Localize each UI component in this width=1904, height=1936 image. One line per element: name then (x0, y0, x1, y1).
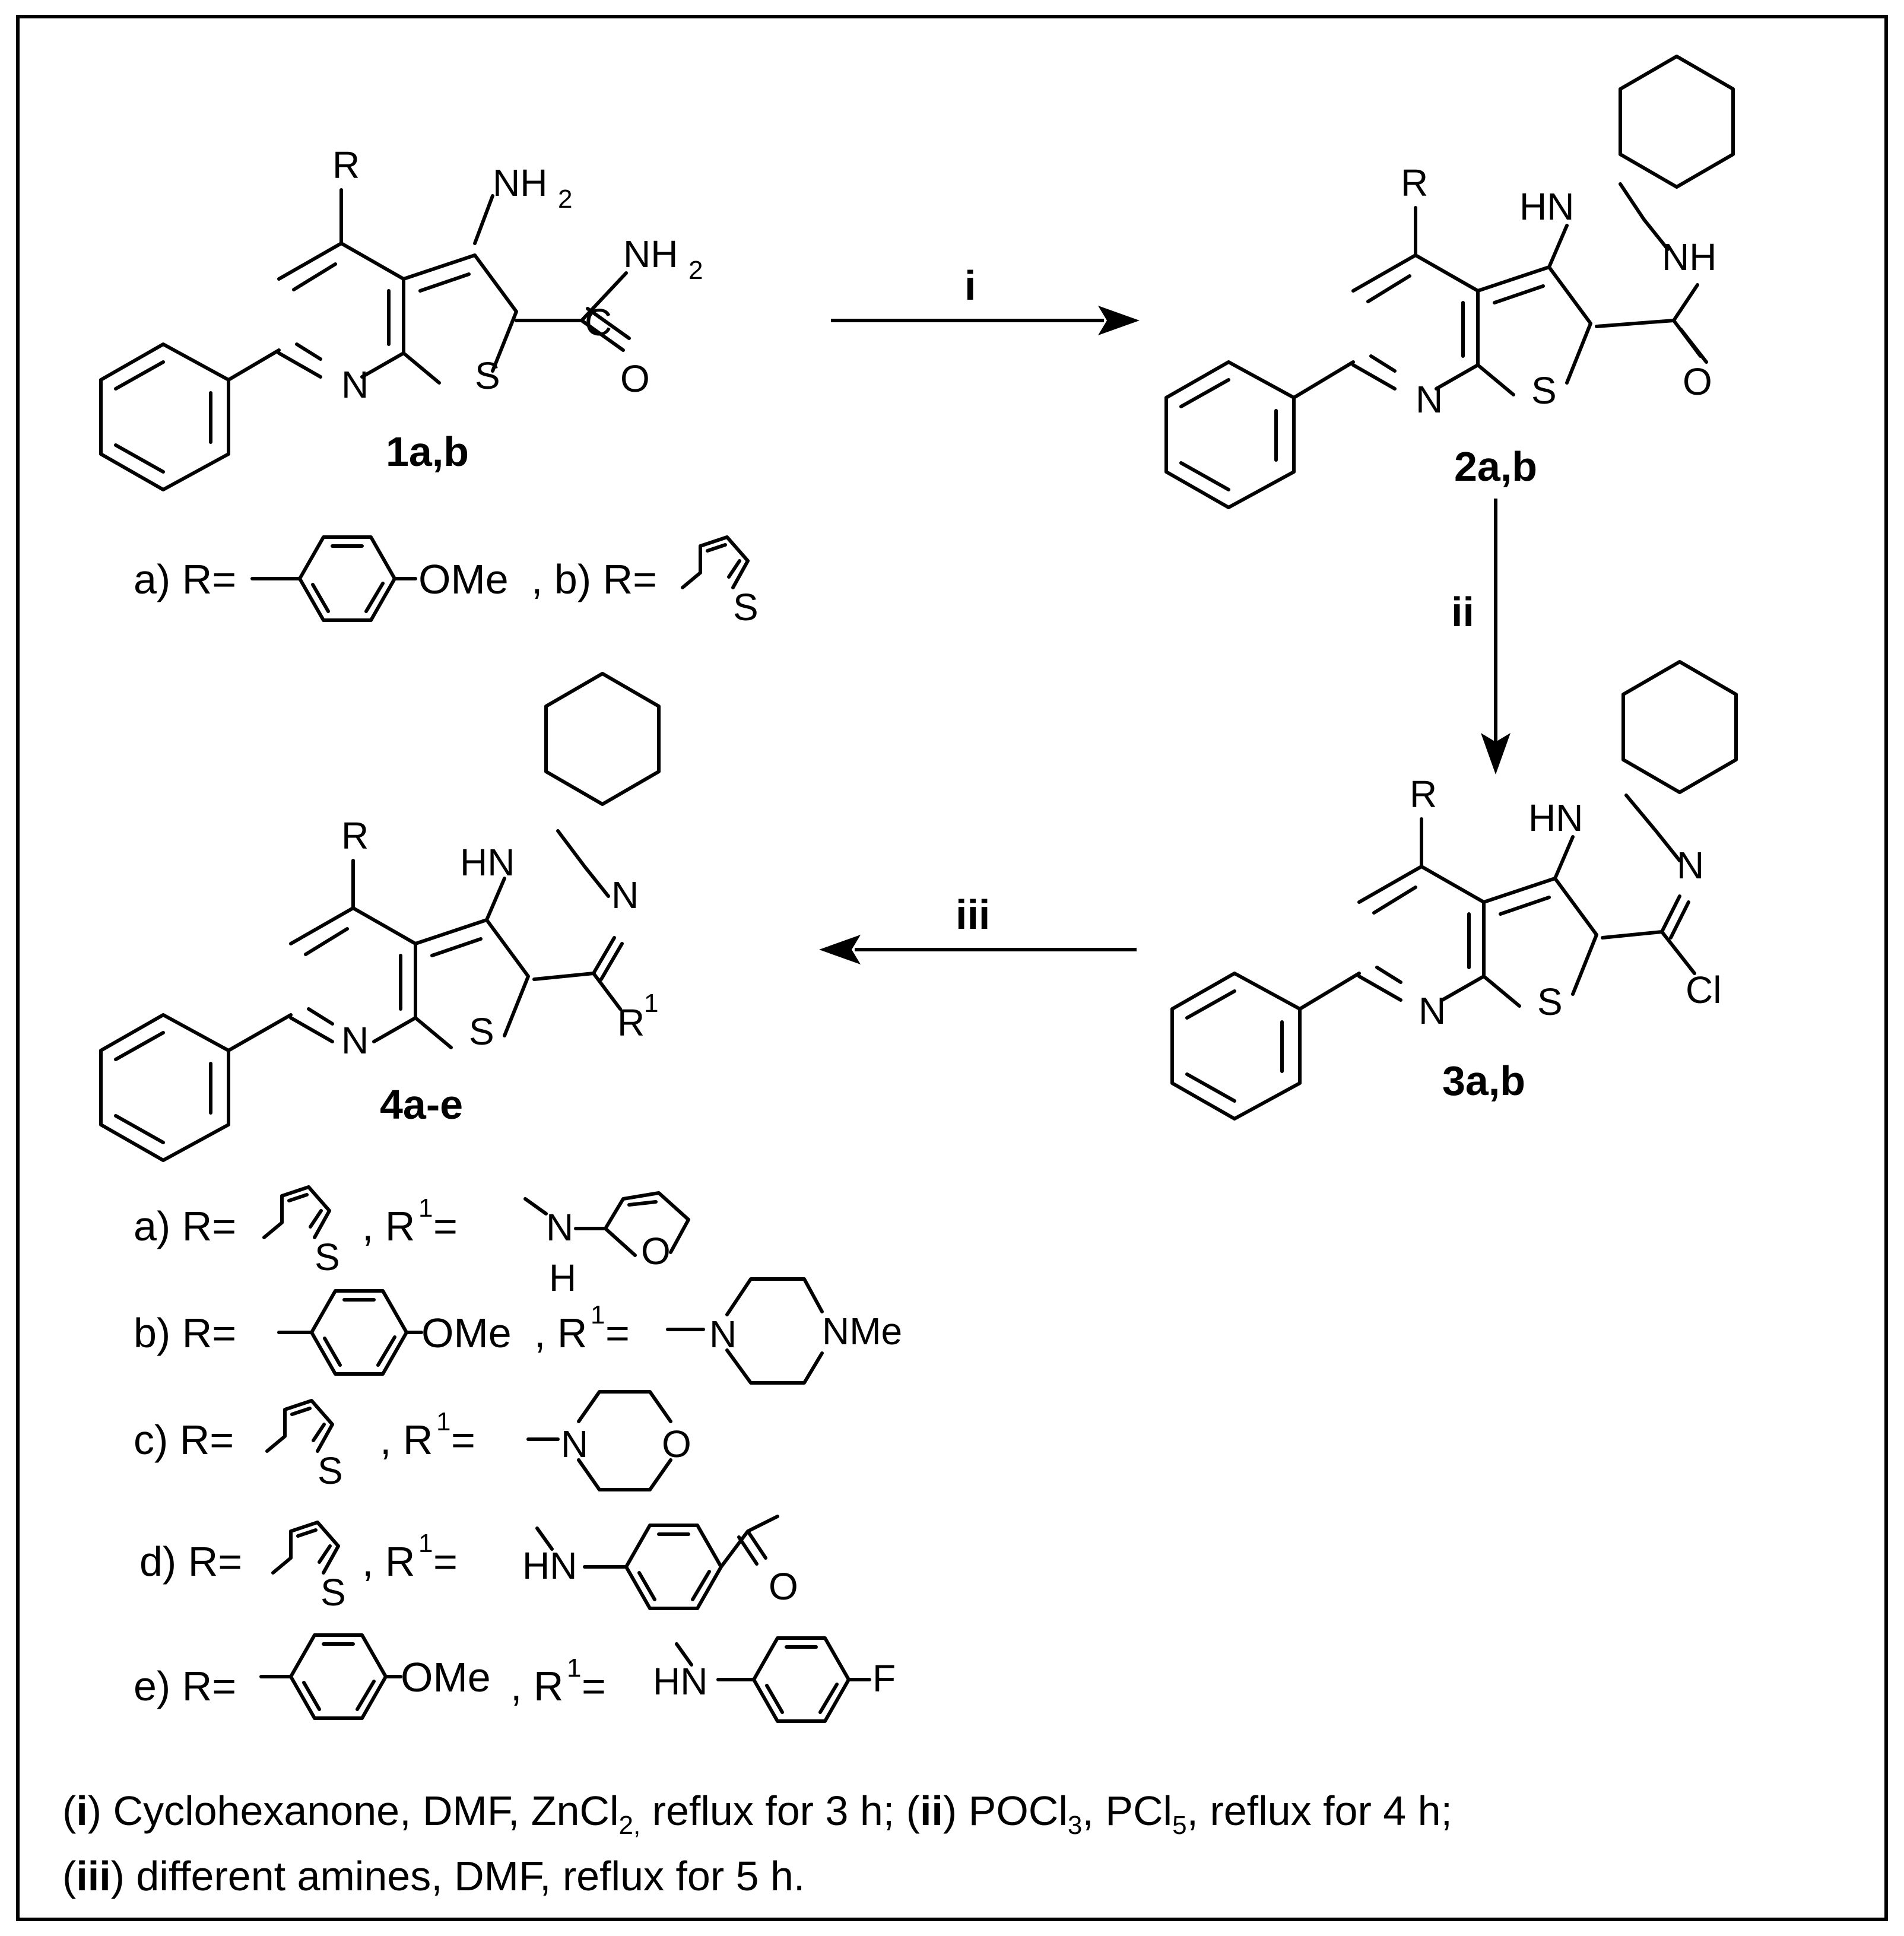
r-label: R (1401, 161, 1428, 204)
row-c-equals: = (451, 1417, 475, 1463)
substituent-row-c: c) R= S , R 1 = N O (134, 1390, 691, 1492)
nitrogen-label: N (1419, 989, 1446, 1032)
oxygen-label: O (1683, 360, 1712, 403)
r1-label: R (617, 1001, 645, 1044)
compound-1-label: 1a,b (386, 429, 469, 475)
sulfur-label: S (320, 1571, 346, 1614)
row-b-equals: = (605, 1310, 630, 1356)
nme-label: NMe (822, 1310, 902, 1353)
oxygen-label: O (769, 1565, 798, 1608)
conditions-line-2: (iii) different amines, DMF, reflux for … (62, 1853, 805, 1899)
row-c-r-label: c) R= (134, 1417, 234, 1463)
hn-label: HN (1519, 185, 1574, 228)
step-iii-arrow: iii (819, 891, 1137, 964)
nh-label: NH (1662, 236, 1716, 278)
nh2-label: NH (493, 161, 547, 204)
row-a-equals: = (433, 1203, 458, 1249)
fluorine-label: F (872, 1657, 896, 1700)
r-label: R (1410, 773, 1437, 815)
row-b-r-label: b) R= (134, 1310, 236, 1356)
row-e-r-label: e) R= (134, 1663, 236, 1709)
row-e-r1-label: , R (510, 1663, 563, 1709)
conditions-line-1: (i) Cyclohexanone, DMF, ZnCl2, reflux fo… (62, 1788, 1452, 1840)
nitrogen-label: N (1677, 844, 1704, 887)
step-i-arrow: i (831, 262, 1140, 335)
chlorine-label: Cl (1686, 969, 1721, 1011)
compound-3-label: 3a,b (1442, 1058, 1525, 1104)
row-a-r1-label: , R (362, 1203, 415, 1249)
nitrogen-label: N (341, 363, 369, 406)
carbon-label: C (585, 301, 612, 344)
sulfur-label: S (1537, 980, 1563, 1023)
nitrogen-label: N (709, 1313, 737, 1356)
r-option-b: , b) R= (531, 556, 657, 602)
compound-2-structure: R HN NH O N S 2a,b (1166, 56, 1733, 507)
substituent-row-e: e) R= OMe , R 1 = HN F (134, 1635, 896, 1721)
sulfur-label: S (733, 586, 759, 629)
oxygen-label: O (662, 1423, 691, 1465)
compound-4-label: 4a-e (380, 1081, 463, 1128)
r-label: R (332, 144, 360, 186)
nitrogen-label: N (561, 1423, 588, 1465)
compound-4-structure: R HN N R 1 N S 4a-e (101, 674, 659, 1160)
compound-3-structure: R HN N Cl N S 3a,b (1172, 662, 1736, 1119)
nitrogen-label: N (341, 1019, 369, 1062)
compound-1-r-groups: a) R= OMe , b) R= S (134, 537, 759, 629)
nitrogen-label: N (1416, 378, 1443, 421)
sulfur-label: S (318, 1449, 343, 1492)
row-a-r-label: a) R= (134, 1203, 236, 1249)
r-option-a: a) R= (134, 556, 236, 602)
row-d-equals: = (433, 1538, 458, 1585)
superscript: 1 (436, 1407, 450, 1436)
ome-label: OMe (401, 1654, 491, 1700)
superscript: 1 (418, 1194, 433, 1223)
sulfur-label: S (315, 1236, 340, 1278)
superscript: 1 (567, 1653, 581, 1683)
reaction-conditions: (i) Cyclohexanone, DMF, ZnCl2, reflux fo… (62, 1788, 1452, 1899)
row-d-r1-label: , R (362, 1538, 415, 1585)
r-label: R (341, 814, 369, 857)
nitrogen-label: N (611, 874, 639, 916)
step-iii-label: iii (956, 891, 990, 938)
nitrogen-label: N (546, 1206, 573, 1249)
sulfur-label: S (1531, 369, 1557, 412)
subscript: 2 (688, 256, 703, 285)
substituent-row-a: a) R= S , R 1 = N H O (134, 1187, 690, 1299)
sulfur-label: S (469, 1010, 494, 1053)
row-d-r-label: d) R= (139, 1538, 242, 1585)
amide-nh2-label: NH (623, 233, 678, 275)
scheme-border (16, 15, 1888, 1921)
oxygen-label: O (641, 1230, 671, 1272)
hn-label: HN (460, 841, 515, 884)
step-i-label: i (964, 262, 976, 309)
row-e-equals: = (582, 1663, 606, 1709)
superscript: 1 (591, 1300, 605, 1329)
substituent-row-d: d) R= S , R 1 = HN O (139, 1515, 798, 1614)
hydrogen-label: H (549, 1256, 576, 1299)
row-c-r1-label: , R (380, 1417, 433, 1463)
compound-2-label: 2a,b (1454, 443, 1537, 490)
hn-label: HN (522, 1544, 577, 1587)
row-b-r1-label: , R (534, 1310, 587, 1356)
superscript: 1 (418, 1529, 433, 1558)
ome-label: OMe (418, 556, 509, 602)
step-ii-arrow: ii (1451, 499, 1510, 775)
sulfur-label: S (475, 354, 500, 397)
hn-label: HN (1528, 796, 1583, 839)
compound-1-structure: R NH 2 NH 2 C O N S 1a,b (101, 144, 703, 490)
ome-label: OMe (421, 1310, 512, 1356)
hn-label: HN (653, 1660, 707, 1703)
oxygen-label: O (620, 357, 650, 400)
substituent-row-b: b) R= OMe , R 1 = N NMe (134, 1277, 902, 1385)
step-ii-label: ii (1451, 589, 1474, 635)
superscript: 1 (644, 989, 658, 1018)
subscript: 2 (558, 185, 572, 214)
